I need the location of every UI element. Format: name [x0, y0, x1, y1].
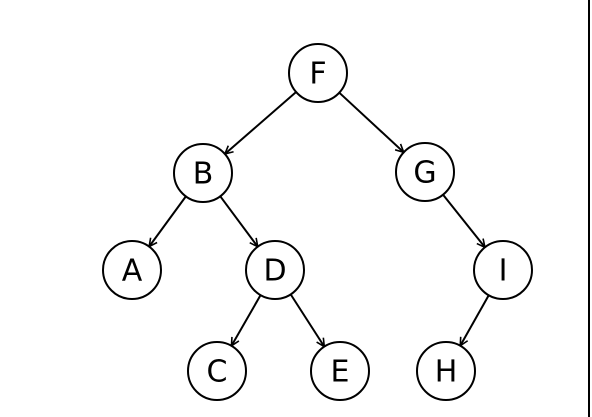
edge-b-a — [149, 195, 187, 246]
node-label: C — [207, 355, 228, 390]
node-label: I — [499, 254, 508, 289]
node-e: E — [310, 341, 370, 401]
node-label: E — [331, 355, 350, 390]
edge-d-c — [231, 294, 262, 346]
node-a: A — [102, 240, 162, 300]
node-circle — [187, 341, 247, 401]
edge-f-g — [338, 91, 403, 153]
right-border-line — [588, 0, 590, 417]
node-d: D — [245, 240, 305, 300]
node-label: F — [309, 57, 326, 92]
node-label: H — [435, 355, 458, 390]
node-circle — [416, 341, 476, 401]
node-i: I — [473, 240, 533, 300]
node-circle — [395, 142, 455, 202]
edges-layer — [149, 91, 490, 347]
node-label: A — [122, 254, 143, 289]
edge-i-h — [460, 294, 490, 345]
edge-g-i — [442, 194, 485, 248]
node-label: D — [263, 254, 286, 289]
node-c: C — [187, 341, 247, 401]
node-h: H — [416, 341, 476, 401]
node-circle — [173, 143, 233, 203]
node-g: G — [395, 142, 455, 202]
node-f: F — [288, 43, 348, 103]
node-circle — [310, 341, 370, 401]
edge-d-e — [289, 293, 325, 346]
node-circle — [102, 240, 162, 300]
node-b: B — [173, 143, 233, 203]
node-circle — [473, 240, 533, 300]
node-circle — [288, 43, 348, 103]
nodes-layer: F B G A D I C E H — [102, 43, 533, 401]
edge-b-d — [219, 195, 257, 246]
node-circle — [245, 240, 305, 300]
node-label: B — [193, 157, 214, 192]
node-label: G — [413, 156, 436, 191]
edge-f-b — [225, 91, 297, 154]
